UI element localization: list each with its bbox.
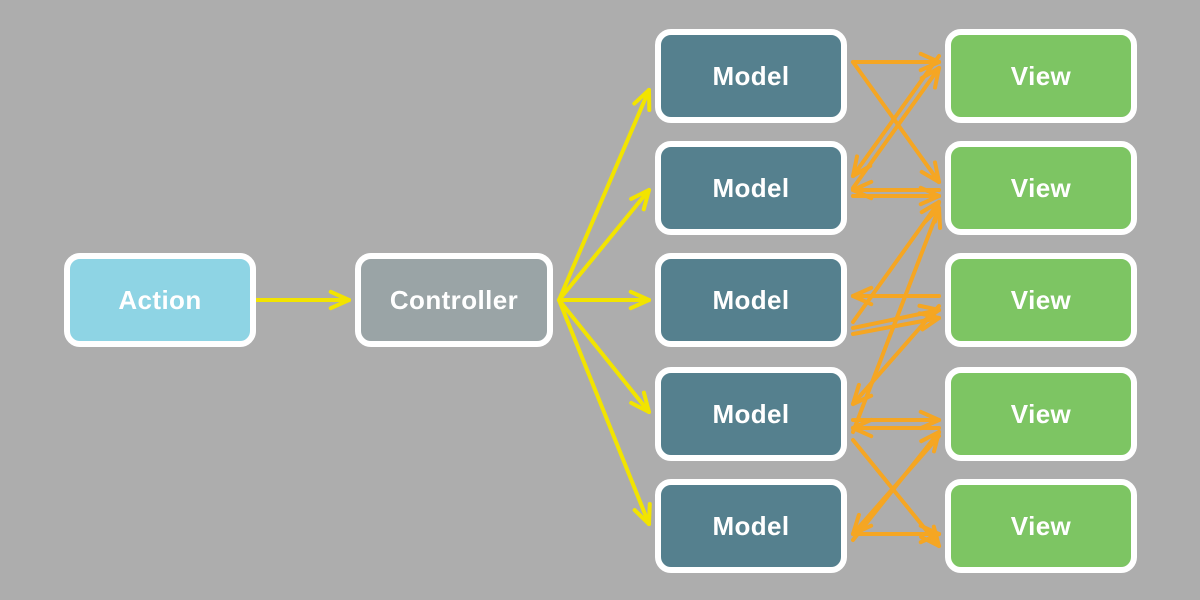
model-1-to-view-1 xyxy=(851,51,941,73)
controller-to-model-1 xyxy=(557,88,652,302)
node-model-2[interactable]: Model xyxy=(655,141,847,235)
node-model-5-label: Model xyxy=(712,510,790,541)
controller-to-model-3 xyxy=(557,289,651,311)
node-controller-label: Controller xyxy=(389,284,519,315)
model-5-to-view-5 xyxy=(851,523,941,545)
action-to-controller xyxy=(254,289,351,311)
node-view-3[interactable]: View xyxy=(945,253,1137,347)
node-action[interactable]: Action xyxy=(64,253,256,347)
node-action-label: Action xyxy=(118,284,202,315)
model-3-to-view-3 xyxy=(851,303,941,330)
node-model-2-label: Model xyxy=(712,172,790,203)
node-model-3[interactable]: Model xyxy=(655,253,847,347)
model-5-to-view-4 xyxy=(851,430,941,542)
node-model-3-label: Model xyxy=(712,284,790,315)
view-3-to-model-3 xyxy=(851,285,941,307)
model-4-to-view-4 xyxy=(851,409,941,431)
node-view-4[interactable]: View xyxy=(945,367,1137,461)
node-model-5[interactable]: Model xyxy=(655,479,847,573)
controller-to-model-2 xyxy=(557,188,651,302)
node-view-4-label: View xyxy=(1010,398,1072,429)
node-view-3-label: View xyxy=(1010,284,1072,315)
node-view-1-label: View xyxy=(1010,60,1072,91)
model-2-to-view-1 xyxy=(851,66,941,190)
model-4-to-view-2 xyxy=(851,206,943,434)
node-model-4[interactable]: Model xyxy=(655,367,847,461)
node-model-4-label: Model xyxy=(712,398,790,429)
node-model-1[interactable]: Model xyxy=(655,29,847,123)
node-view-2[interactable]: View xyxy=(945,141,1137,235)
model-1-to-view-2 xyxy=(851,60,941,184)
model-3-to-view-4 xyxy=(851,311,941,336)
view-4-to-model-5 xyxy=(851,434,941,536)
view-2-to-model-2 xyxy=(851,179,941,201)
node-view-2-label: View xyxy=(1010,172,1072,203)
node-view-5-label: View xyxy=(1010,510,1072,541)
view-3-to-model-4 xyxy=(851,304,941,406)
node-controller[interactable]: Controller xyxy=(355,253,553,347)
controller-to-model-5 xyxy=(557,298,652,526)
node-view-5[interactable]: View xyxy=(945,479,1137,573)
controller-to-model-4 xyxy=(557,298,651,414)
view-1-to-model-2 xyxy=(851,54,941,178)
model-3-to-view-2 xyxy=(851,200,941,324)
model-4-to-view-5 xyxy=(851,438,941,548)
node-view-1[interactable]: View xyxy=(945,29,1137,123)
model-2-to-view-2 xyxy=(851,185,941,207)
view-4-to-model-4 xyxy=(851,417,941,439)
node-model-1-label: Model xyxy=(712,60,790,91)
